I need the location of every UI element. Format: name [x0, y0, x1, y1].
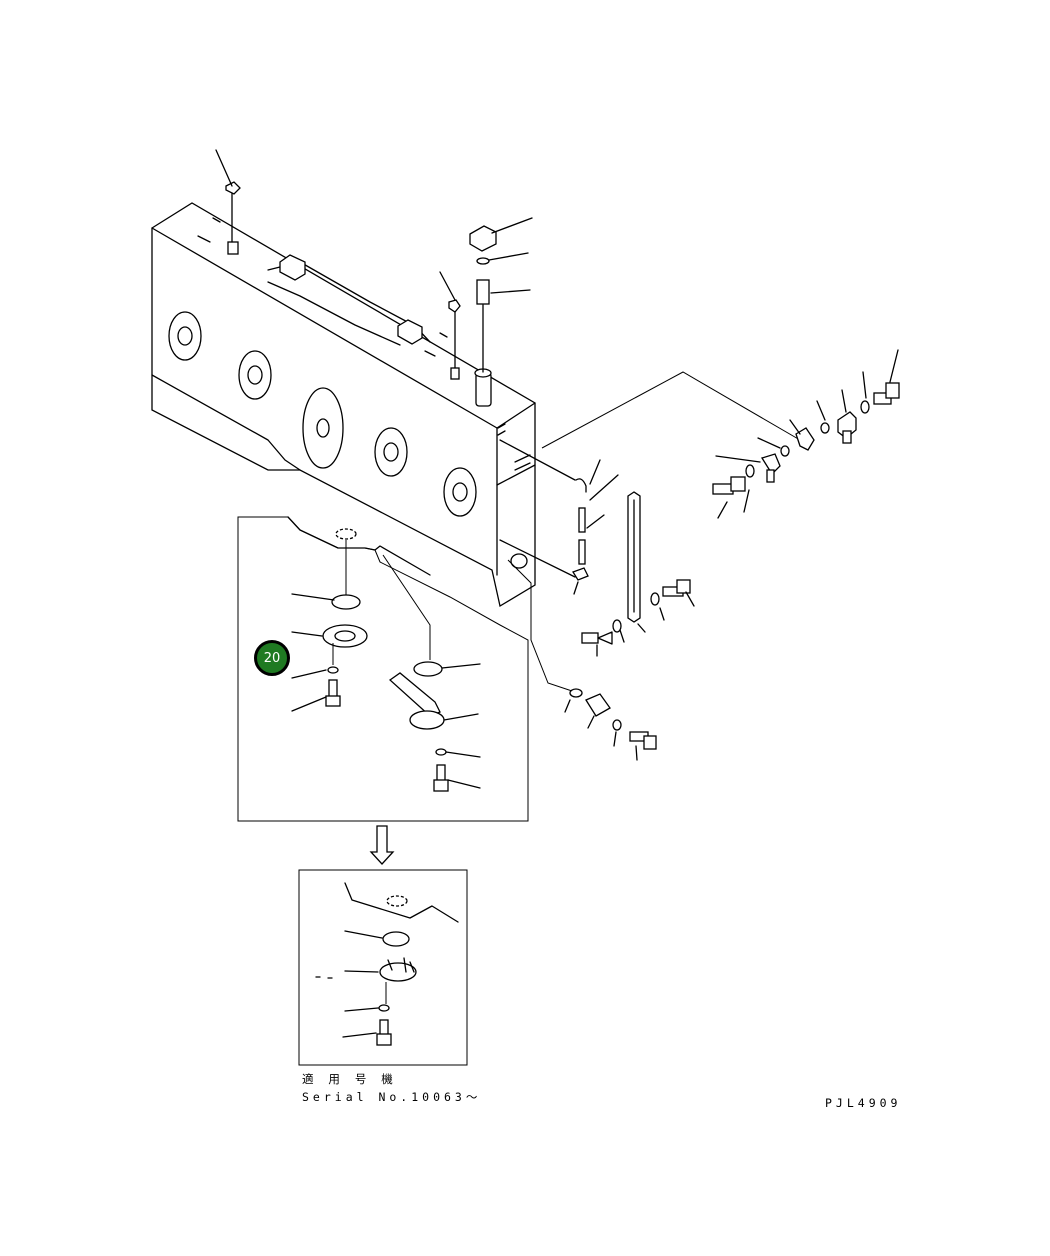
callout-number-badge[interactable]: 20: [254, 640, 290, 676]
tank-body: [151, 202, 536, 608]
detail-inset-box: [237, 516, 529, 822]
callout-label: 20: [263, 650, 281, 666]
top-fittings: [215, 149, 533, 407]
drain-plate-assembly: [564, 688, 657, 761]
serial-number-label: Serial No.10063～: [302, 1090, 482, 1104]
drawing-code: PJL4909: [825, 1096, 902, 1110]
tank-side-holes: [168, 311, 477, 517]
applicability-label: 適 用 号 機: [302, 1072, 397, 1086]
serial-variant-inset: [298, 869, 468, 1066]
hose-fittings: [712, 349, 900, 519]
transition-arrow: [369, 825, 395, 865]
side-gauge-assembly: [497, 423, 695, 657]
leader-lines: [507, 371, 801, 694]
